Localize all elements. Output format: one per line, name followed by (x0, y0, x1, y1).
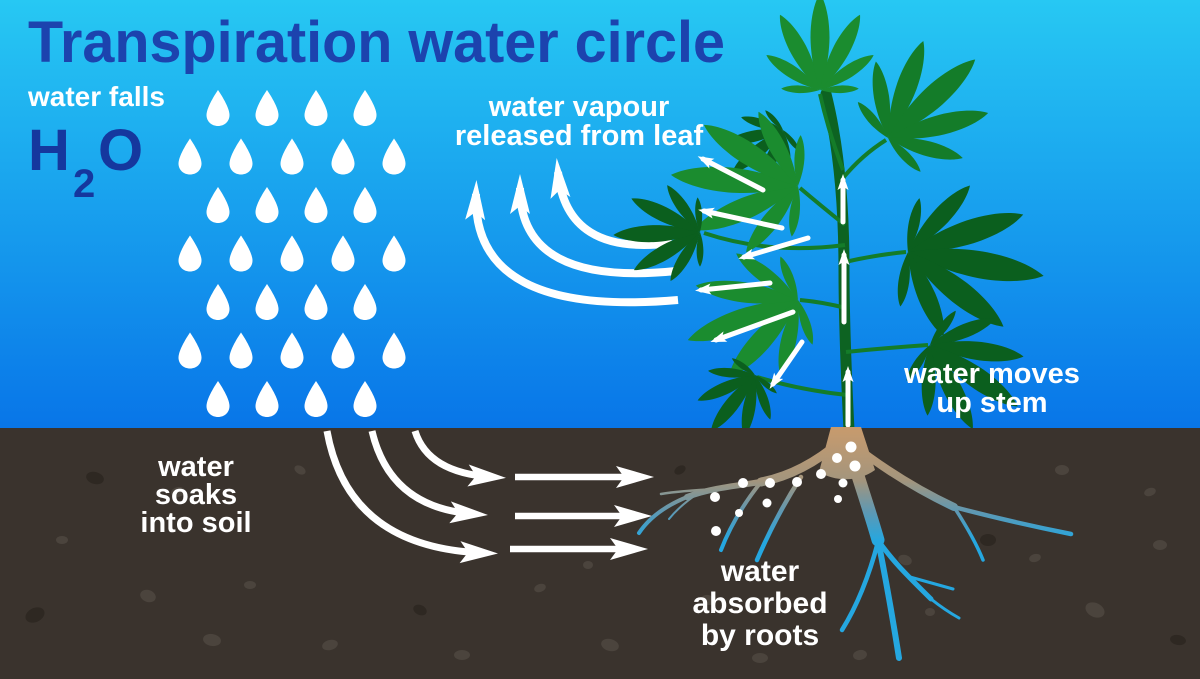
water-dot (838, 478, 848, 488)
root-branch (875, 537, 934, 602)
water-dot (711, 526, 721, 536)
water-dot (845, 441, 857, 453)
pebble-shape (322, 639, 338, 651)
vapour-arrow-icon (510, 174, 677, 278)
leaf-stalk (818, 93, 845, 171)
pebble-shape (534, 583, 546, 593)
pebble-shape (86, 471, 104, 485)
water-dot (735, 509, 743, 517)
pebble-shape (454, 650, 470, 660)
soil-curved-arrow-icon (411, 429, 506, 487)
water-dot (834, 495, 842, 503)
stem-label-line1: water moves (903, 358, 1080, 390)
pebble-shape (56, 536, 68, 544)
pebble-shape (1085, 602, 1105, 618)
water-dot (762, 498, 772, 508)
vapour-arrow-icon (550, 158, 673, 249)
label-water-vapour: water vapour released from leaf (455, 91, 704, 152)
pebble-shape (1153, 540, 1167, 550)
root-branch (875, 537, 902, 661)
pebble-shape (171, 486, 185, 498)
pebble-shape (294, 465, 306, 475)
label-water-falls: water falls (27, 81, 165, 112)
vapour-arrow-icon (465, 180, 679, 307)
h2o-subscript: 2 (73, 162, 95, 206)
root-branch (637, 495, 689, 535)
vapour-line1: water vapour (488, 91, 670, 123)
root-branches (637, 429, 1074, 661)
vapour-line2: released from leaf (455, 120, 704, 152)
water-dot (816, 469, 826, 479)
soak-line2: soaks (155, 479, 237, 511)
pebble-shape (898, 554, 912, 566)
stem-label-line2: up stem (936, 387, 1047, 419)
soil-curved-arrow-icon (368, 430, 488, 524)
flow-arrows (695, 156, 854, 428)
roots-line1: water (720, 555, 800, 588)
pebble-shape (203, 633, 221, 647)
leaf-stalk (756, 375, 848, 397)
pebble-shape (701, 594, 715, 606)
leaf-stalk (845, 343, 929, 354)
h2o-o: O (98, 118, 143, 183)
water-dots (710, 441, 861, 536)
leaf-arrow-icon (738, 235, 811, 260)
root-branch (952, 505, 985, 562)
roots-line3: by roots (701, 619, 819, 652)
root-branch (908, 575, 955, 591)
leaf-arrow-icon (697, 156, 766, 193)
soak-line3: into soil (140, 507, 251, 539)
pebble-shape (1170, 634, 1186, 646)
pebble-shape (140, 589, 156, 603)
pebble-shape (413, 604, 427, 616)
vapour-arrows (465, 158, 679, 307)
label-water-absorbed-by-roots: water absorbed by roots (692, 555, 827, 652)
water-dot (765, 478, 775, 488)
page-title: Transpiration water circle (28, 10, 725, 75)
pebble-shape (583, 561, 593, 569)
water-dot (792, 477, 802, 487)
water-dot (738, 478, 748, 488)
h2o-formula: H 2 O (28, 118, 143, 206)
water-dot (710, 492, 720, 502)
leaf-stalk (844, 250, 907, 264)
label-water-moves-up-stem: water moves up stem (903, 358, 1080, 419)
root-branch (684, 479, 764, 500)
pebble-shape (1029, 553, 1041, 563)
root-branch (668, 491, 701, 520)
root-branch (951, 504, 1074, 537)
soak-line1: water (157, 451, 234, 483)
pebble-shape (244, 581, 256, 589)
root-branch (929, 597, 961, 620)
pebble-shape (925, 608, 935, 616)
water-dot (849, 460, 861, 472)
h2o-h: H (28, 118, 70, 183)
pebble-shape (980, 534, 996, 546)
leaf-arrow-icon (710, 309, 796, 343)
pebble-shape (1144, 487, 1156, 497)
roots-line2: absorbed (692, 587, 827, 620)
label-water-soaks-into-soil: water soaks into soil (140, 451, 251, 539)
water-dot (832, 453, 842, 463)
soil-curved-arrow-icon (323, 430, 498, 564)
pebble-shape (853, 649, 867, 661)
root-branch (839, 539, 881, 633)
leaf-arrow-icon (698, 207, 785, 231)
root-system (637, 427, 1074, 661)
soil-arrows (323, 429, 654, 564)
root-branch (848, 440, 958, 511)
leaf-arrow-icon (695, 280, 773, 295)
pebble-shape (601, 638, 619, 652)
pebble-shape (25, 607, 45, 623)
pebble-shape (752, 653, 768, 663)
root-branch (659, 487, 720, 496)
soil-pebbles (25, 465, 1186, 663)
pebble-shape (674, 465, 686, 475)
soil-ground (0, 428, 1200, 679)
pebble-shape (1055, 465, 1069, 475)
leaf-arrow-icon (769, 339, 805, 389)
